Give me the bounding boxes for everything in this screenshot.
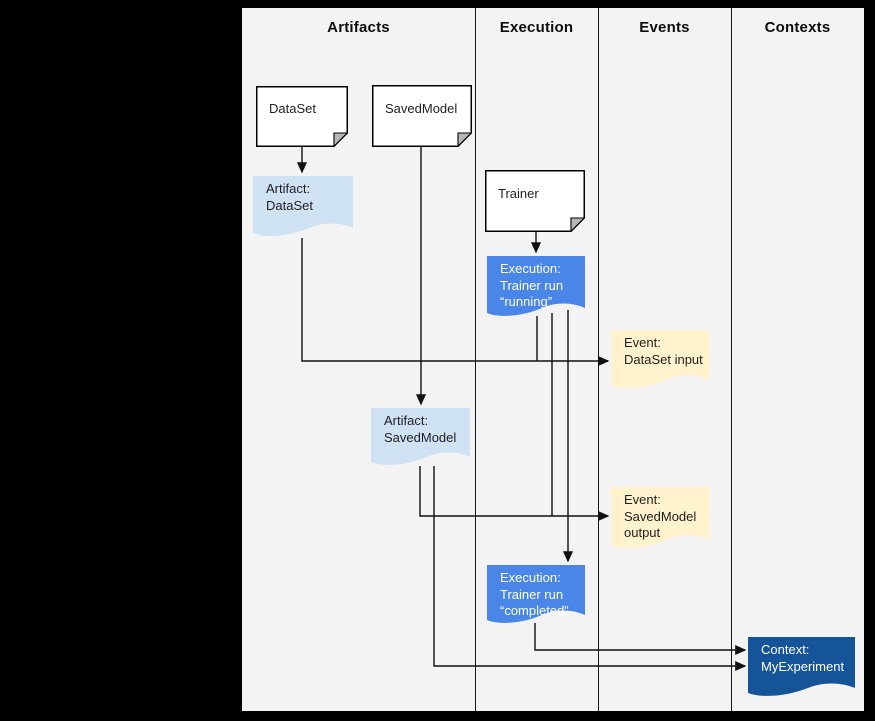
node-event-dataset-input: Event: DataSet input [611, 330, 709, 392]
dataset-box-label: DataSet [269, 101, 316, 117]
node-execution-completed: Execution: Trainer run “completed” [487, 565, 585, 627]
node-execution-running: Execution: Trainer run “running” [487, 256, 585, 320]
artifact-dataset-shape [253, 176, 353, 236]
dataset-box-shape [256, 86, 348, 147]
event-dataset-input-shape [611, 330, 709, 388]
node-artifact-dataset: Artifact: DataSet [253, 176, 353, 240]
artifact-dataset-label: Artifact: DataSet [266, 181, 313, 213]
column-divider-3 [731, 8, 732, 711]
execution-running-shape [487, 256, 585, 316]
event-dataset-input-label: Event: DataSet input [624, 335, 703, 367]
column-header-artifacts: Artifacts [327, 18, 390, 36]
artifact-savedmodel-label: Artifact: SavedModel [384, 413, 457, 445]
column-header-contexts: Contexts [764, 18, 831, 36]
event-savedmodel-output-shape [611, 487, 710, 548]
savedmodel-box-label: SavedModel [385, 100, 458, 116]
execution-running-label: Execution: Trainer run “running” [500, 261, 564, 309]
trainer-box-label: Trainer [498, 185, 539, 201]
node-artifact-savedmodel: Artifact: SavedModel [371, 408, 470, 469]
context-myexperiment-label: Context: MyExperiment [761, 642, 845, 674]
node-event-savedmodel-output: Event: SavedModel output [611, 487, 710, 552]
node-dataset-box: DataSet [256, 86, 348, 147]
column-divider-1 [475, 8, 476, 711]
savedmodel-box-shape [372, 85, 472, 147]
column-header-events: Events [639, 18, 690, 36]
event-savedmodel-output-label: Event: SavedModel output [624, 492, 697, 540]
node-context-myexperiment: Context: MyExperiment [748, 637, 855, 700]
column-divider-2 [598, 8, 599, 711]
artifact-savedmodel-shape [371, 408, 470, 465]
trainer-box-shape [485, 170, 585, 232]
node-savedmodel-box: SavedModel [372, 85, 472, 147]
execution-completed-label: Execution: Trainer run “completed” [500, 570, 569, 618]
context-myexperiment-shape [748, 637, 855, 696]
execution-completed-shape [487, 565, 585, 623]
column-header-execution: Execution [499, 18, 574, 36]
node-trainer-box: Trainer [485, 170, 585, 232]
